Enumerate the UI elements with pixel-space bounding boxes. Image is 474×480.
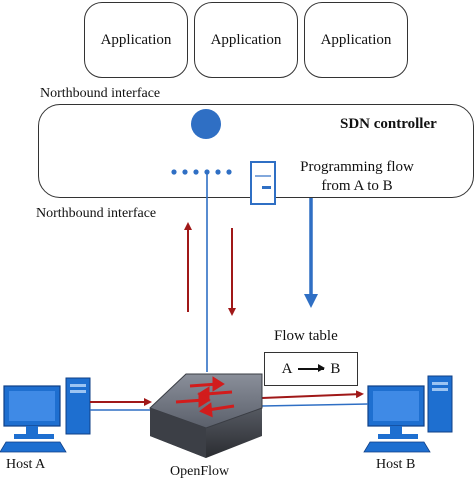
- flow-entry-destination: B: [330, 360, 341, 377]
- application-label: Application: [100, 31, 172, 48]
- sdn-controller-title: SDN controller: [340, 116, 437, 132]
- northbound-interface-label-bottom: Northbound interface: [36, 206, 157, 221]
- switch-host-b-link-line: [261, 403, 369, 407]
- host-a-label: Host A: [6, 457, 46, 472]
- openflow-switch-icon: [149, 373, 263, 458]
- switch-to-host-b-arrow: [261, 390, 364, 399]
- interface-dots: [171, 169, 232, 175]
- server-icon: [250, 161, 276, 205]
- flow-table-label: Flow table: [274, 328, 338, 344]
- application-label: Application: [210, 31, 282, 48]
- application-box-3: Application: [304, 2, 408, 78]
- application-box-2: Application: [194, 2, 298, 78]
- application-label: Application: [320, 31, 392, 48]
- flow-table-box: A B: [264, 352, 358, 386]
- programming-flow-label: Programming flow from A to B: [282, 158, 432, 196]
- northbound-interface-label-top: Northbound interface: [40, 86, 161, 101]
- host-a-computer-icon: [0, 377, 91, 453]
- flow-entry-source: A: [281, 360, 293, 377]
- programming-flow-line2: from A to B: [321, 178, 393, 194]
- controller-circle-icon: [191, 109, 221, 139]
- application-box-1: Application: [84, 2, 188, 78]
- host-b-computer-icon: [363, 375, 453, 453]
- host-b-label: Host B: [376, 457, 416, 472]
- programming-flow-line1: Programming flow: [300, 159, 414, 175]
- switch-label: OpenFlow: [170, 464, 230, 479]
- flow-entry-arrow: [298, 362, 326, 374]
